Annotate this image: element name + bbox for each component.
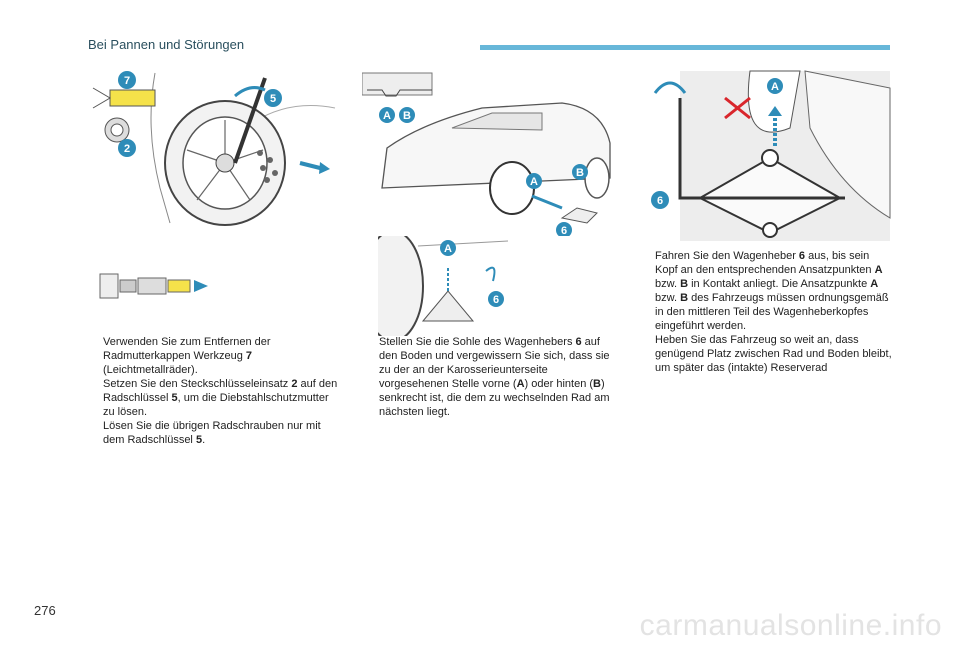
badge-a-wheel: A bbox=[440, 240, 456, 256]
svg-text:B: B bbox=[403, 110, 411, 122]
figure-car-jack-points: A B A B 6 bbox=[362, 72, 611, 236]
badge-5: 5 bbox=[264, 89, 282, 107]
svg-text:A: A bbox=[530, 176, 538, 188]
bullet-remove-caps: Verwenden Sie zum Entfernen der Radmutte… bbox=[103, 336, 271, 376]
svg-text:6: 6 bbox=[561, 225, 567, 236]
watermark: carmanualsonline.info bbox=[639, 609, 942, 642]
text-column-2: Stellen Sie die Sohle des Wagenhebers 6 … bbox=[364, 335, 614, 419]
figure-scissor-jack: A 6 bbox=[651, 70, 891, 241]
badge-b-top: B bbox=[399, 107, 415, 123]
badge-6-jack: 6 bbox=[651, 191, 669, 209]
page-number: 276 bbox=[34, 603, 56, 618]
badge-a-jack: A bbox=[767, 78, 783, 94]
bullet-socket-adapter: Setzen Sie den Steckschlüsseleinsatz 2 a… bbox=[103, 378, 338, 418]
warning-cross bbox=[724, 96, 751, 120]
figure-socket-adapter bbox=[99, 273, 208, 299]
badge-a-car: A bbox=[526, 173, 542, 189]
badge-2: 2 bbox=[118, 139, 136, 157]
text-column-1: Verwenden Sie zum Entfernen der Radmutte… bbox=[88, 335, 338, 447]
figure-wheel-wrench: 7 5 2 bbox=[85, 68, 345, 228]
badge-7: 7 bbox=[118, 71, 136, 89]
svg-text:A: A bbox=[771, 81, 779, 93]
svg-text:6: 6 bbox=[657, 195, 663, 207]
svg-text:2: 2 bbox=[124, 143, 130, 155]
badge-6-car: 6 bbox=[556, 222, 572, 236]
bullet-raise-vehicle: Heben Sie das Fahrzeug so weit an, dass … bbox=[655, 334, 892, 374]
svg-text:5: 5 bbox=[270, 93, 276, 105]
badge-a-top: A bbox=[379, 107, 395, 123]
figure-wheel-jack: A 6 bbox=[378, 236, 508, 336]
bullet-place-jack: Stellen Sie die Sohle des Wagenhebers 6 … bbox=[379, 336, 610, 418]
bullet-loosen-bolts: Lösen Sie die übrigen Radschrauben nur m… bbox=[103, 420, 321, 446]
badge-6-wheel: 6 bbox=[488, 291, 504, 307]
badge-b-car: B bbox=[572, 164, 588, 180]
text-column-3: Fahren Sie den Wagenheber 6 aus, bis sei… bbox=[640, 249, 892, 375]
svg-text:6: 6 bbox=[493, 294, 499, 306]
bullet-extend-jack: Fahren Sie den Wagenheber 6 aus, bis sei… bbox=[655, 250, 889, 332]
section-title: Bei Pannen und Störungen bbox=[88, 37, 245, 52]
svg-text:B: B bbox=[576, 167, 584, 179]
svg-text:7: 7 bbox=[124, 75, 130, 87]
section-accent-bar bbox=[480, 45, 890, 50]
svg-text:A: A bbox=[444, 243, 452, 255]
svg-text:A: A bbox=[383, 110, 391, 122]
